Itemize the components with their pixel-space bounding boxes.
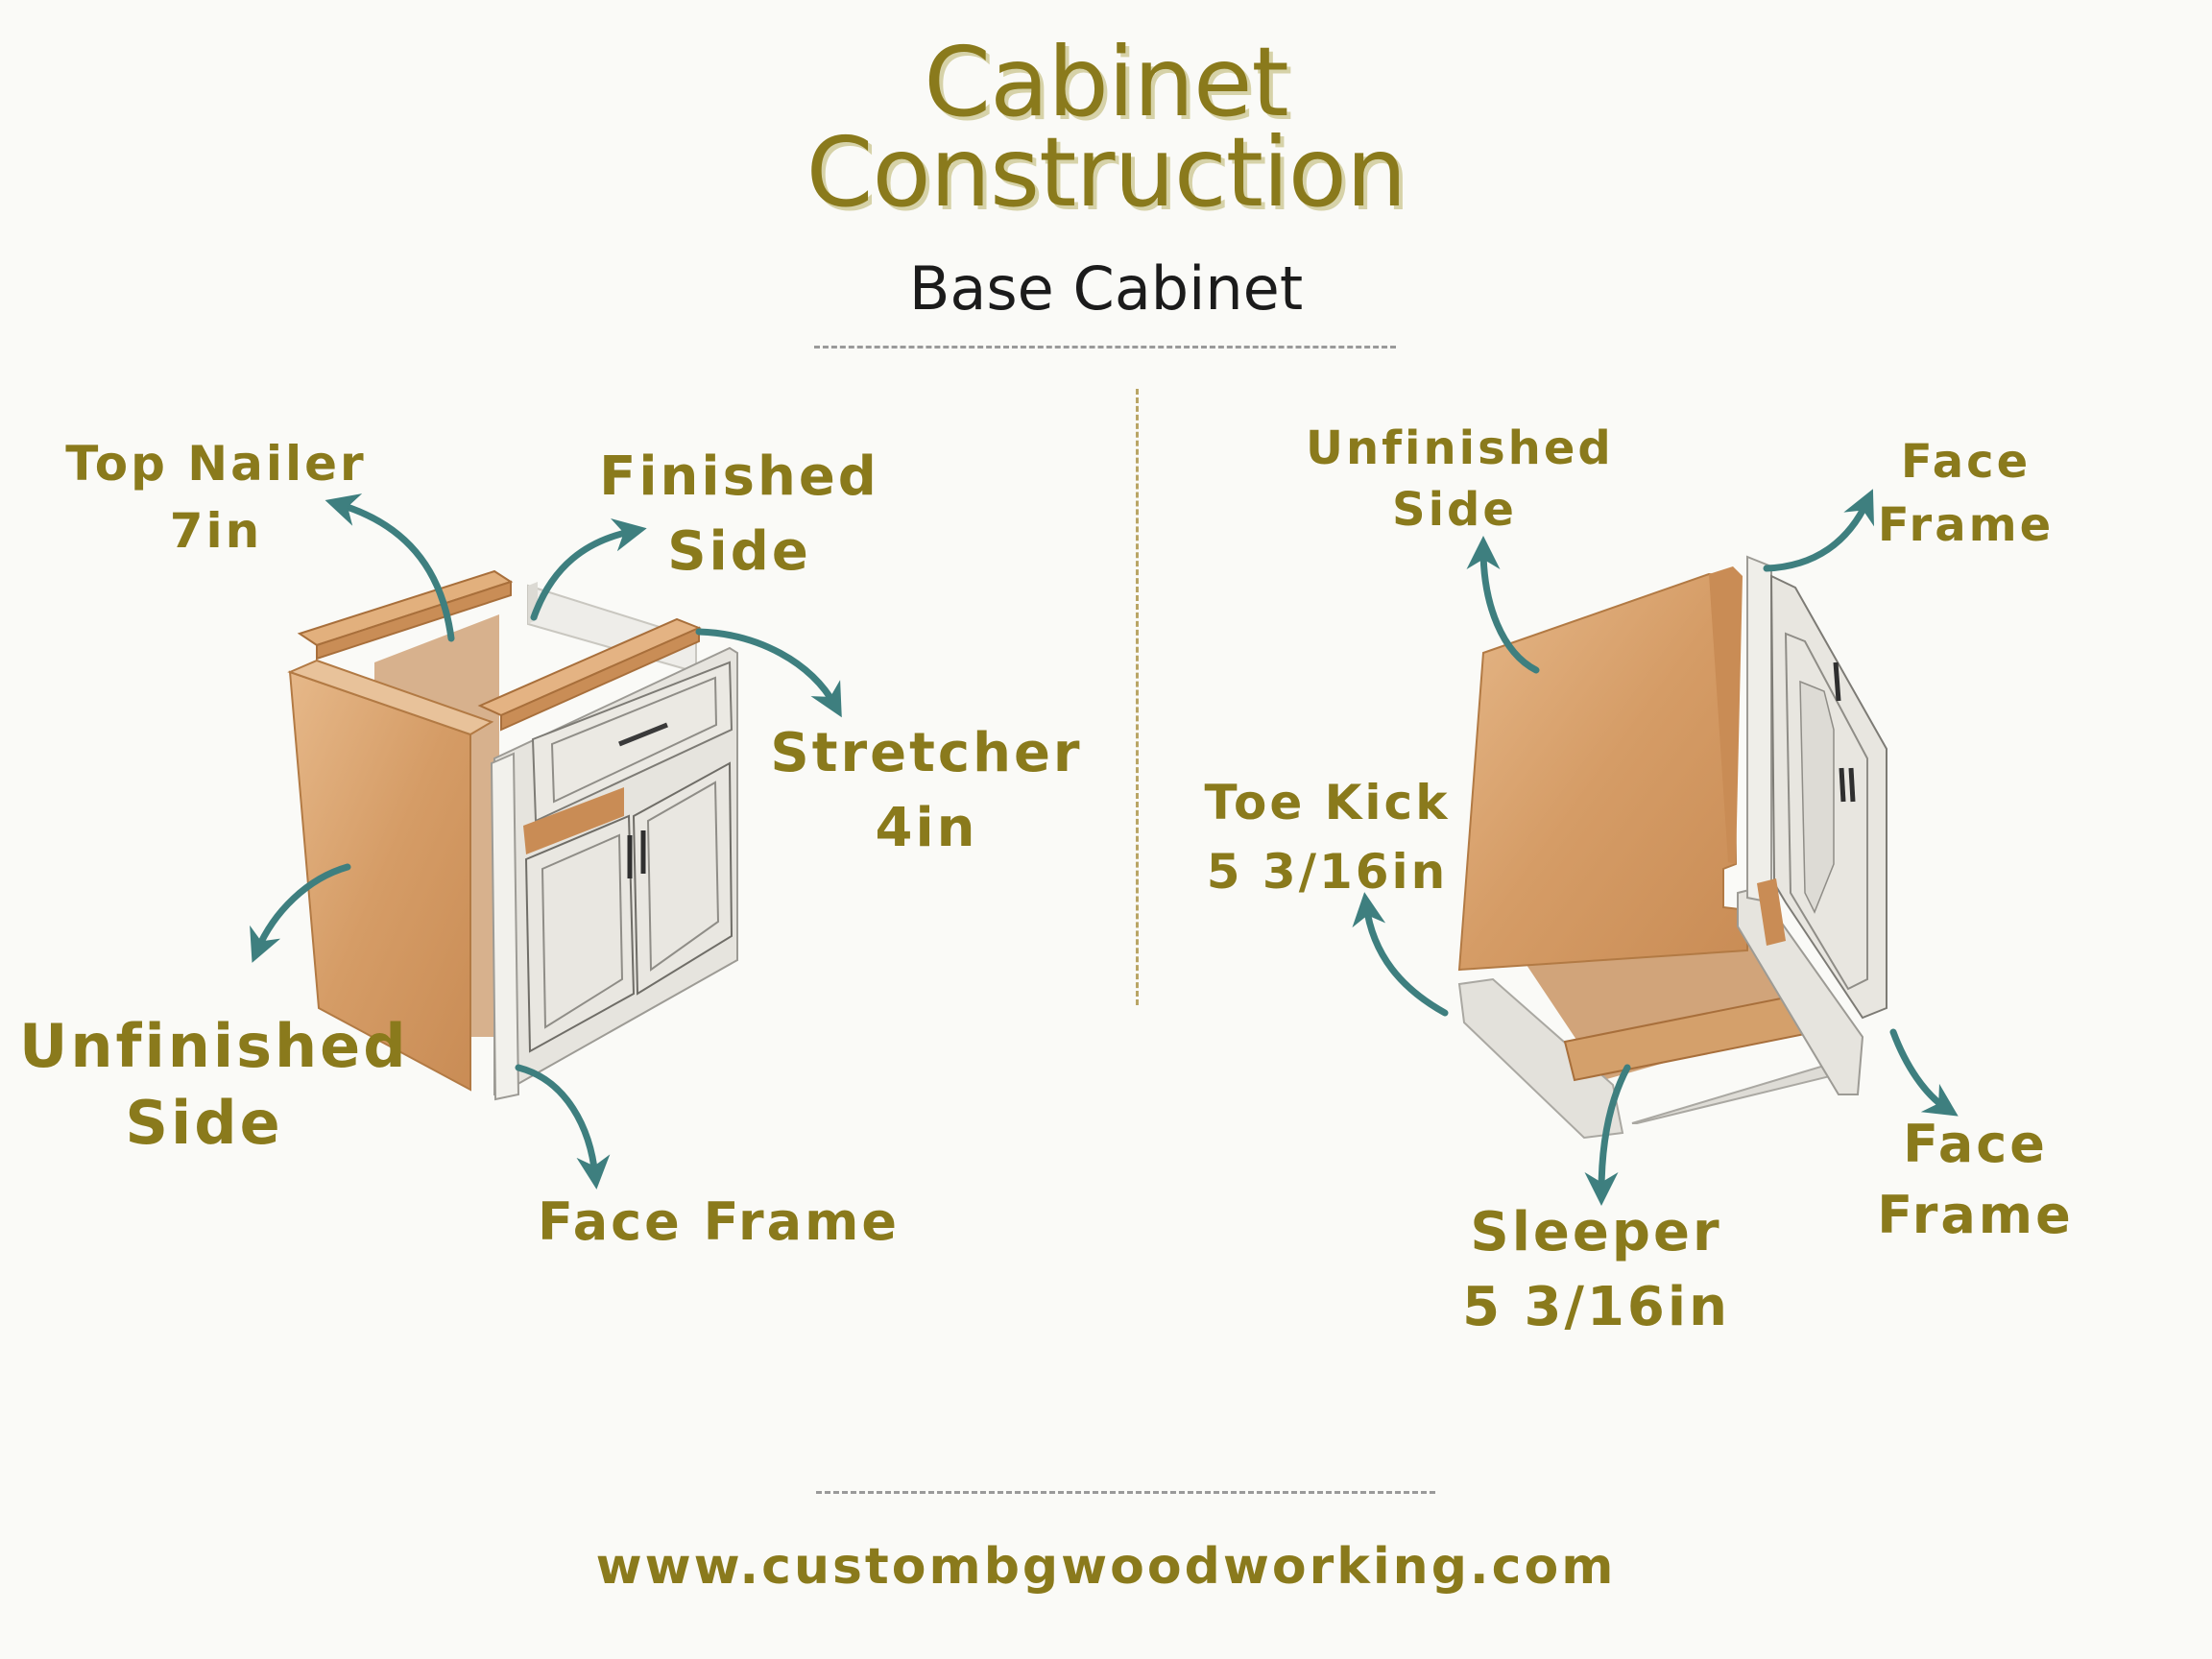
right-cabinet — [1457, 555, 1887, 1140]
arrow-face-frame-top — [1763, 489, 1874, 572]
label-left-face-frame-line-1: Face Frame — [538, 1191, 900, 1252]
right-face-frame-upper — [1746, 555, 1772, 904]
label-face-frame-top-line-1: Face — [1900, 435, 2032, 489]
label-sleeper-line-1: Sleeper — [1470, 1201, 1722, 1263]
label-stretcher-line-2: 4in — [875, 797, 978, 859]
arrow-left-unfinished-side — [250, 863, 351, 963]
left-cabinet — [287, 569, 738, 1101]
arrow-left-face-frame — [515, 1064, 611, 1190]
label-right-unfinished-side: Unfinished Side — [1306, 418, 1614, 541]
label-right-unfinished-side-line-2: Side — [1392, 483, 1517, 537]
label-sleeper-line-2: 5 3/16in — [1462, 1276, 1730, 1338]
label-finished-side-line-1: Finished — [599, 445, 879, 508]
footer-website: www.custombgwoodworking.com — [595, 1538, 1617, 1596]
label-face-frame-bottom-line-1: Face — [1903, 1114, 2048, 1174]
label-top-nailer-line-2: 7in — [169, 503, 263, 559]
label-face-frame-bottom: Face Frame — [1863, 1109, 2088, 1251]
page-title-line-2: Construction — [805, 116, 1407, 228]
label-right-unfinished-side-line-1: Unfinished — [1306, 421, 1614, 475]
arrow-stretcher — [695, 628, 842, 718]
label-stretcher-line-1: Stretcher — [770, 722, 1083, 784]
label-face-frame-top-line-2: Frame — [1877, 498, 2055, 552]
left-callout-arrows — [250, 493, 842, 1190]
center-divider — [1136, 389, 1139, 1005]
page-subtitle: Base Cabinet — [908, 253, 1304, 324]
right-toe-kick — [1457, 977, 1624, 1140]
page-title-line-1: Cabinet — [924, 26, 1288, 138]
label-face-frame-bottom-line-2: Frame — [1877, 1185, 2074, 1245]
left-door-left — [524, 814, 636, 1053]
arrow-sleeper — [1584, 1064, 1631, 1206]
label-finished-side-line-2: Side — [667, 520, 811, 583]
right-callout-arrows — [1352, 489, 1959, 1206]
label-toe-kick-line-2: 5 3/16in — [1206, 844, 1449, 900]
arrow-finished-side — [530, 517, 647, 621]
label-stretcher: Stretcher 4in — [768, 716, 1085, 866]
left-door-right — [632, 761, 733, 996]
label-left-unfinished-side-line-2: Side — [125, 1088, 283, 1158]
label-face-frame-top: Face Frame — [1863, 430, 2069, 557]
arrow-face-frame-bottom — [1889, 1028, 1959, 1117]
header-divider — [814, 346, 1396, 349]
arrow-right-unfinished-side — [1466, 536, 1540, 674]
label-left-face-frame: Face Frame — [538, 1189, 900, 1256]
label-left-unfinished-side: Unfinished Side — [19, 1008, 409, 1162]
label-sleeper: Sleeper 5 3/16in — [1445, 1195, 1747, 1345]
label-toe-kick: Toe Kick 5 3/16in — [1190, 768, 1464, 906]
label-top-nailer: Top Nailer 7in — [58, 430, 374, 565]
arrow-toe-kick — [1352, 892, 1449, 1017]
label-left-unfinished-side-line-1: Unfinished — [19, 1011, 409, 1081]
footer-divider — [816, 1491, 1435, 1494]
left-drawer-front — [531, 661, 733, 823]
label-finished-side: Finished Side — [576, 440, 902, 589]
arrow-top-nailer — [325, 493, 455, 642]
label-top-nailer-line-1: Top Nailer — [65, 436, 367, 492]
label-toe-kick-line-1: Toe Kick — [1204, 775, 1451, 830]
